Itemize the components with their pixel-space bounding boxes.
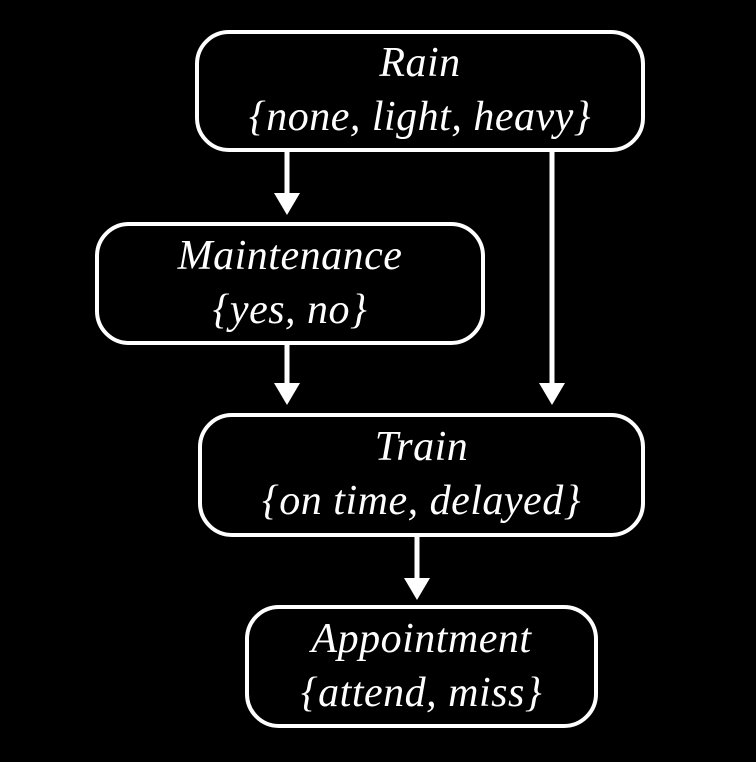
node-appointment-values: {attend, miss} — [300, 669, 543, 716]
node-appointment-label: Appointment — [311, 615, 532, 662]
node-train-values: {on time, delayed} — [262, 478, 581, 524]
node-train-label: Train — [374, 424, 469, 471]
node-appointment: Appointment {attend, miss} — [245, 605, 598, 728]
edge-rain-to-train — [539, 152, 565, 405]
node-maintenance-values: {yes, no} — [212, 286, 368, 333]
node-maintenance: Maintenance {yes, no} — [95, 222, 485, 345]
edge-rain-to-maintenance — [274, 152, 300, 215]
node-rain: Rain {none, light, heavy} — [195, 30, 645, 152]
node-rain-label: Rain — [379, 40, 461, 87]
edge-maintenance-to-train — [274, 345, 300, 405]
node-maintenance-label: Maintenance — [177, 232, 403, 279]
edge-train-to-appointment — [404, 537, 430, 600]
node-rain-values: {none, light, heavy} — [248, 94, 592, 140]
node-train: Train {on time, delayed} — [198, 413, 645, 537]
